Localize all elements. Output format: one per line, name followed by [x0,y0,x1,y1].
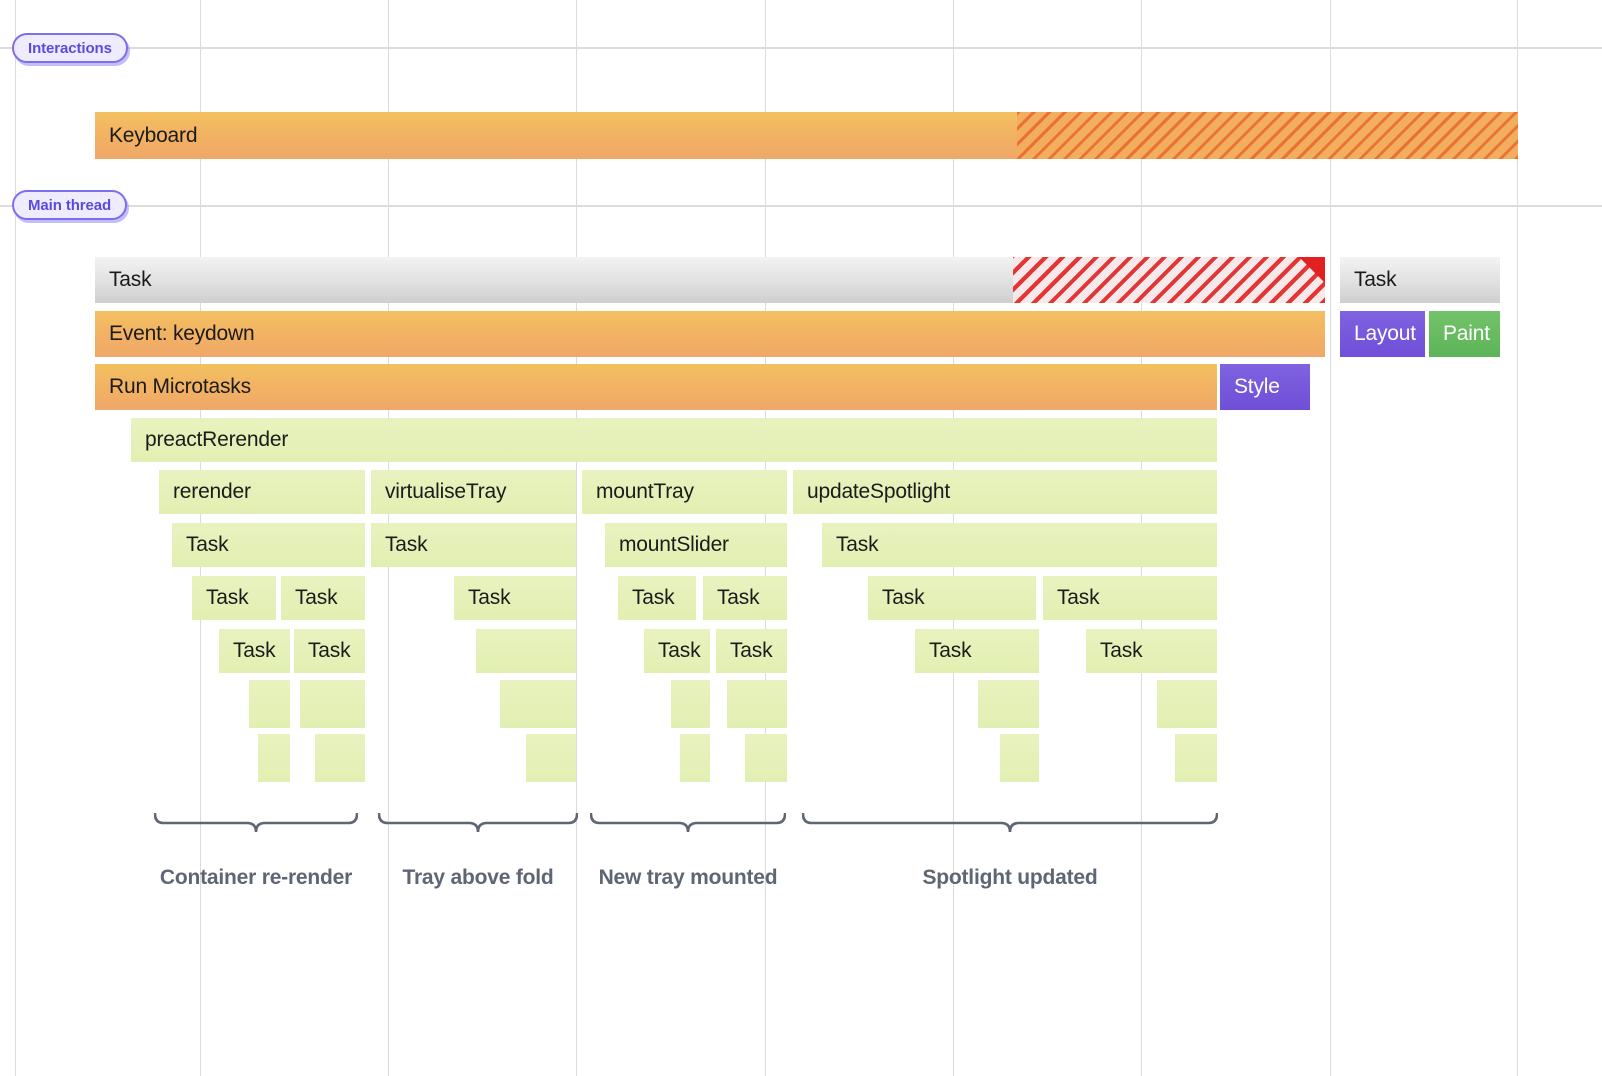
bar-label: rerender [173,480,251,503]
flame-bar-r6-1-task[interactable]: Task [281,576,365,620]
bar-label: Task [308,639,351,662]
flame-bar-r4-2-mounttray[interactable]: mountTray [582,470,787,514]
bar-label: Task [186,533,229,556]
bar-label: Task [717,586,760,609]
flame-bar-r7-5-task[interactable]: Task [915,629,1039,673]
annotation-brace-1 [377,812,579,841]
flame-bar-r9-1-anon[interactable] [315,734,365,782]
bar-label: mountSlider [619,533,729,556]
flame-bar-r0-0-task[interactable]: Task [95,257,1325,303]
track-pill-interactions[interactable]: Interactions [12,33,128,63]
flame-bar-r5-1-task[interactable]: Task [371,523,576,567]
flame-bar-r9-6-anon[interactable] [1175,734,1217,782]
flame-bar-r1-2-paint[interactable]: Paint [1429,311,1500,357]
annotation-label-2: New tray mounted [598,866,778,889]
annotation-label-3: Spotlight updated [922,866,1098,889]
annotation-brace-2 [589,812,787,841]
track-pill-main-thread[interactable]: Main thread [12,190,128,220]
flame-bar-r6-4-task[interactable]: Task [703,576,787,620]
long-task-warning-triangle-icon [1299,257,1325,283]
bar-label: Event: keydown [109,322,255,345]
gridline-7 [1330,0,1331,1076]
flame-bar-r1-1-layout[interactable]: Layout [1340,311,1425,357]
flame-bar-r6-6-task[interactable]: Task [1043,576,1217,620]
curly-brace-icon [801,812,1219,833]
flame-bar-r7-1-task[interactable]: Task [294,629,365,673]
bar-label: Task [295,586,338,609]
flame-bar-r9-4-anon[interactable] [745,734,787,782]
bar-label: virtualiseTray [385,480,507,503]
flame-bar-r2-0-run-microtasks[interactable]: Run Microtasks [95,364,1217,410]
bar-label: mountTray [596,480,694,503]
flame-bar-r6-0-task[interactable]: Task [192,576,276,620]
bar-label: Task [109,268,152,291]
bar-label: Task [929,639,972,662]
bar-label: Task [730,639,773,662]
bar-label: Task [1354,268,1397,291]
bar-label: Paint [1443,322,1490,345]
bar-label: Task [632,586,675,609]
flame-bar-r7-4-task[interactable]: Task [716,629,787,673]
annotation-label-0: Container re-render [159,866,353,889]
flame-bar-r9-3-anon[interactable] [680,734,710,782]
flame-bar-r4-1-virtualisetray[interactable]: virtualiseTray [371,470,576,514]
curly-brace-icon [153,812,359,833]
flame-bar-r9-5-anon[interactable] [1000,734,1039,782]
bar-label: updateSpotlight [807,480,950,503]
flame-bar-r8-0-anon[interactable] [249,680,290,728]
bar-label: Task [1100,639,1143,662]
bar-label: Task [468,586,511,609]
annotation-label-1: Tray above fold [402,866,554,889]
bar-label: Task [233,639,276,662]
bar-label: Keyboard [109,123,198,147]
curly-brace-icon [589,812,787,833]
flame-bar-r4-0-rerender[interactable]: rerender [159,470,365,514]
annotation-brace-0 [153,812,359,841]
bar-label: Task [658,639,701,662]
gridline-0 [15,0,16,1076]
flame-bar-r5-3-task[interactable]: Task [822,523,1217,567]
bar-hatch-overlay-orange [1017,112,1518,159]
flame-bar-r7-2-anon[interactable] [476,629,576,673]
bar-label: Task [1057,586,1100,609]
track-divider-interactions [0,47,1602,49]
flame-bar-r8-2-anon[interactable] [500,680,576,728]
flame-bar-r7-3-task[interactable]: Task [644,629,710,673]
curly-brace-icon [377,812,579,833]
bar-label: Task [206,586,249,609]
bar-label: Layout [1354,322,1416,345]
flame-bar-r8-5-anon[interactable] [978,680,1039,728]
flame-bar-r6-3-task[interactable]: Task [618,576,696,620]
interaction-bar-keyboard[interactable]: Keyboard [95,112,1518,159]
flame-bar-r0-1-task[interactable]: Task [1340,257,1500,303]
flame-bar-r9-0-anon[interactable] [258,734,290,782]
flame-bar-r6-5-task[interactable]: Task [868,576,1036,620]
flame-bar-r6-2-task[interactable]: Task [454,576,576,620]
gridline-8 [1517,0,1518,1076]
bar-hatch-overlay-red [1013,257,1325,303]
bar-label: preactRerender [145,428,289,451]
flame-bar-r5-2-mountslider[interactable]: mountSlider [605,523,787,567]
flame-bar-r1-0-event-keydown[interactable]: Event: keydown [95,311,1325,357]
flame-bar-r7-0-task[interactable]: Task [219,629,290,673]
annotation-brace-3 [801,812,1219,841]
flame-bar-r4-3-updatespotlight[interactable]: updateSpotlight [793,470,1217,514]
flame-bar-r8-6-anon[interactable] [1157,680,1217,728]
gridline-3 [576,0,577,1076]
flame-bar-r8-1-anon[interactable] [300,680,365,728]
track-divider-main-thread [0,205,1602,207]
flame-bar-r7-6-task[interactable]: Task [1086,629,1217,673]
bar-label: Style [1234,375,1280,398]
flame-bar-r8-4-anon[interactable] [727,680,787,728]
flame-bar-r2-1-style[interactable]: Style [1220,364,1310,410]
bar-label: Run Microtasks [109,375,251,398]
bar-label: Task [385,533,428,556]
flame-bar-r5-0-task[interactable]: Task [172,523,365,567]
bar-label: Task [836,533,879,556]
flame-bar-r9-2-anon[interactable] [526,734,576,782]
bar-label: Task [882,586,925,609]
flame-bar-r3-0-preactrerender[interactable]: preactRerender [131,418,1217,462]
flame-bar-r8-3-anon[interactable] [671,680,710,728]
